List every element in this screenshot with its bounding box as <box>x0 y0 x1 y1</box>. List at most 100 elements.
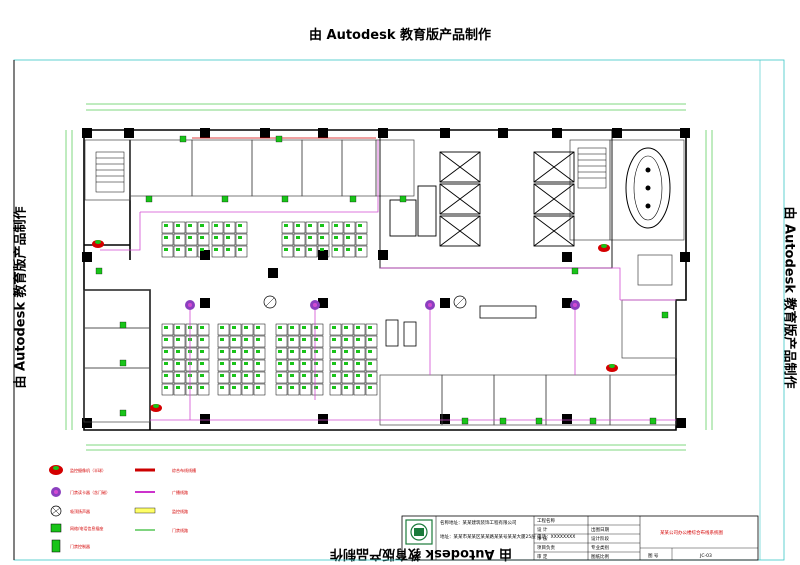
desk-outlet <box>278 350 282 353</box>
desk <box>253 323 266 336</box>
desk <box>287 371 300 384</box>
column <box>680 128 690 138</box>
company-line-1: 名称地址：某某建筑装饰工程有限公司 <box>440 519 517 526</box>
bottom-rooms <box>83 254 677 426</box>
desk <box>229 383 242 396</box>
desk <box>311 371 324 384</box>
desk <box>235 245 248 258</box>
desk-outlet <box>200 374 204 377</box>
camera-icon <box>606 364 618 372</box>
desk-outlet <box>238 248 242 251</box>
column <box>440 298 450 308</box>
cameras <box>92 240 618 412</box>
desk <box>217 359 230 372</box>
desk <box>217 371 230 384</box>
desk <box>223 245 236 258</box>
desk-outlet <box>214 224 218 227</box>
desk <box>299 383 312 396</box>
building-core <box>379 129 613 269</box>
desk-outlet <box>176 248 180 251</box>
desk-outlet <box>296 248 300 251</box>
desk <box>275 323 288 336</box>
legend-text: 监控线路 <box>172 508 188 514</box>
desk-outlet <box>176 326 180 329</box>
desk <box>365 359 378 372</box>
sheet-label: 图 号 <box>648 553 659 559</box>
desk-outlet <box>220 350 224 353</box>
field-project-name: 工程名称 <box>537 517 555 524</box>
desk-outlet <box>188 248 192 251</box>
desk <box>173 245 186 258</box>
camera-icon <box>49 465 63 475</box>
desk <box>211 233 224 246</box>
stairs <box>95 147 607 193</box>
desk-outlet <box>278 386 282 389</box>
desk-outlet <box>176 236 180 239</box>
desk <box>223 221 236 234</box>
desk-outlet <box>296 224 300 227</box>
sheet-number: JC-03 <box>699 553 712 559</box>
ceiling-speaker-hatch <box>265 297 275 307</box>
desk <box>343 245 356 258</box>
desk-outlet <box>314 326 318 329</box>
desk-outlet <box>358 236 362 239</box>
desk-outlet <box>238 236 242 239</box>
desk <box>217 383 230 396</box>
desk-outlet <box>200 326 204 329</box>
desk <box>311 359 324 372</box>
column <box>268 268 278 278</box>
desk-outlet <box>368 326 372 329</box>
desk <box>223 233 236 246</box>
desk <box>287 359 300 372</box>
desk <box>343 233 356 246</box>
desk-outlet <box>244 350 248 353</box>
column <box>378 250 388 260</box>
desk <box>173 383 186 396</box>
desk-outlet <box>368 350 372 353</box>
desk <box>173 359 186 372</box>
structural-columns <box>82 128 690 428</box>
desk-outlet <box>220 326 224 329</box>
ceiling-speaker-hatch <box>455 297 465 307</box>
desk <box>173 335 186 348</box>
desk <box>317 233 330 246</box>
desk-outlet <box>232 386 236 389</box>
desk <box>311 347 324 360</box>
field-design: 设 计 <box>537 526 548 533</box>
desk <box>197 371 210 384</box>
desk-outlet <box>368 374 372 377</box>
desk <box>253 347 266 360</box>
desk <box>197 335 210 348</box>
desk <box>293 233 306 246</box>
desk <box>365 323 378 336</box>
legend-line-yellow <box>134 507 156 514</box>
desk-outlet <box>232 338 236 341</box>
desk <box>185 359 198 372</box>
desk <box>329 347 342 360</box>
desk <box>197 347 210 360</box>
data-outlet-icon <box>145 195 153 203</box>
desk <box>365 335 378 348</box>
desk <box>161 347 174 360</box>
desk-outlet <box>356 374 360 377</box>
desk-outlet <box>290 326 294 329</box>
desk-outlet <box>200 386 204 389</box>
desk-outlet <box>244 374 248 377</box>
desk <box>331 233 344 246</box>
desk <box>241 359 254 372</box>
desk-outlet <box>220 374 224 377</box>
desk <box>185 221 198 234</box>
desk <box>253 371 266 384</box>
data-outlet-icon <box>499 417 507 425</box>
desk-outlet <box>176 224 180 227</box>
desk-outlet <box>314 350 318 353</box>
desk-outlet <box>356 326 360 329</box>
desk <box>253 359 266 372</box>
desk <box>341 323 354 336</box>
desk-outlet <box>164 224 168 227</box>
desk <box>305 233 318 246</box>
column <box>440 128 450 138</box>
desk-outlet <box>314 374 318 377</box>
desk-outlet <box>302 326 306 329</box>
desk <box>341 371 354 384</box>
